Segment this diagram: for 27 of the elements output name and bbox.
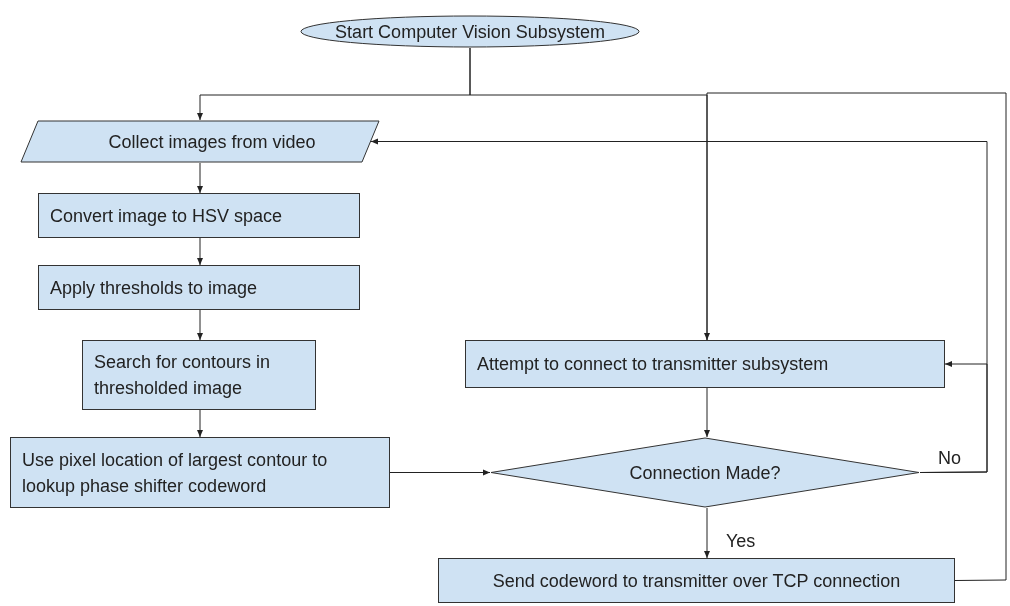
node-label: Send codeword to transmitter over TCP connection — [492, 569, 901, 593]
arrow — [704, 92, 1007, 581]
node-label: Attempt to connect to transmitter subsystem — [477, 353, 829, 376]
input-parallelogram — [20, 120, 380, 163]
process-box — [10, 437, 390, 508]
node-label: Use pixel location of largest contour to lookup phase shifter codeword — [22, 448, 329, 498]
node-label: Apply thresholds to image — [50, 276, 258, 300]
process-box — [465, 340, 945, 388]
process-box — [38, 265, 360, 310]
node-label: Convert image to HSV space — [50, 204, 283, 228]
arrow — [389, 469, 491, 476]
arrow — [197, 409, 203, 438]
arrow — [197, 237, 203, 266]
decision-diamond — [490, 437, 920, 508]
node-label: Connection Made? — [629, 461, 781, 485]
process-box — [438, 558, 955, 603]
process-box — [82, 340, 316, 410]
node-label: Search for contours in thresholded image — [94, 351, 272, 400]
arrow — [370, 138, 988, 473]
arrow — [704, 387, 710, 438]
node-label: Collect images from video — [107, 130, 316, 154]
start-ellipse — [300, 15, 640, 48]
arrow — [197, 162, 203, 194]
process-box — [38, 193, 360, 238]
arrow — [704, 507, 710, 559]
arrow — [197, 309, 203, 341]
node-label: Start Computer Vision Subsystem — [335, 20, 605, 44]
